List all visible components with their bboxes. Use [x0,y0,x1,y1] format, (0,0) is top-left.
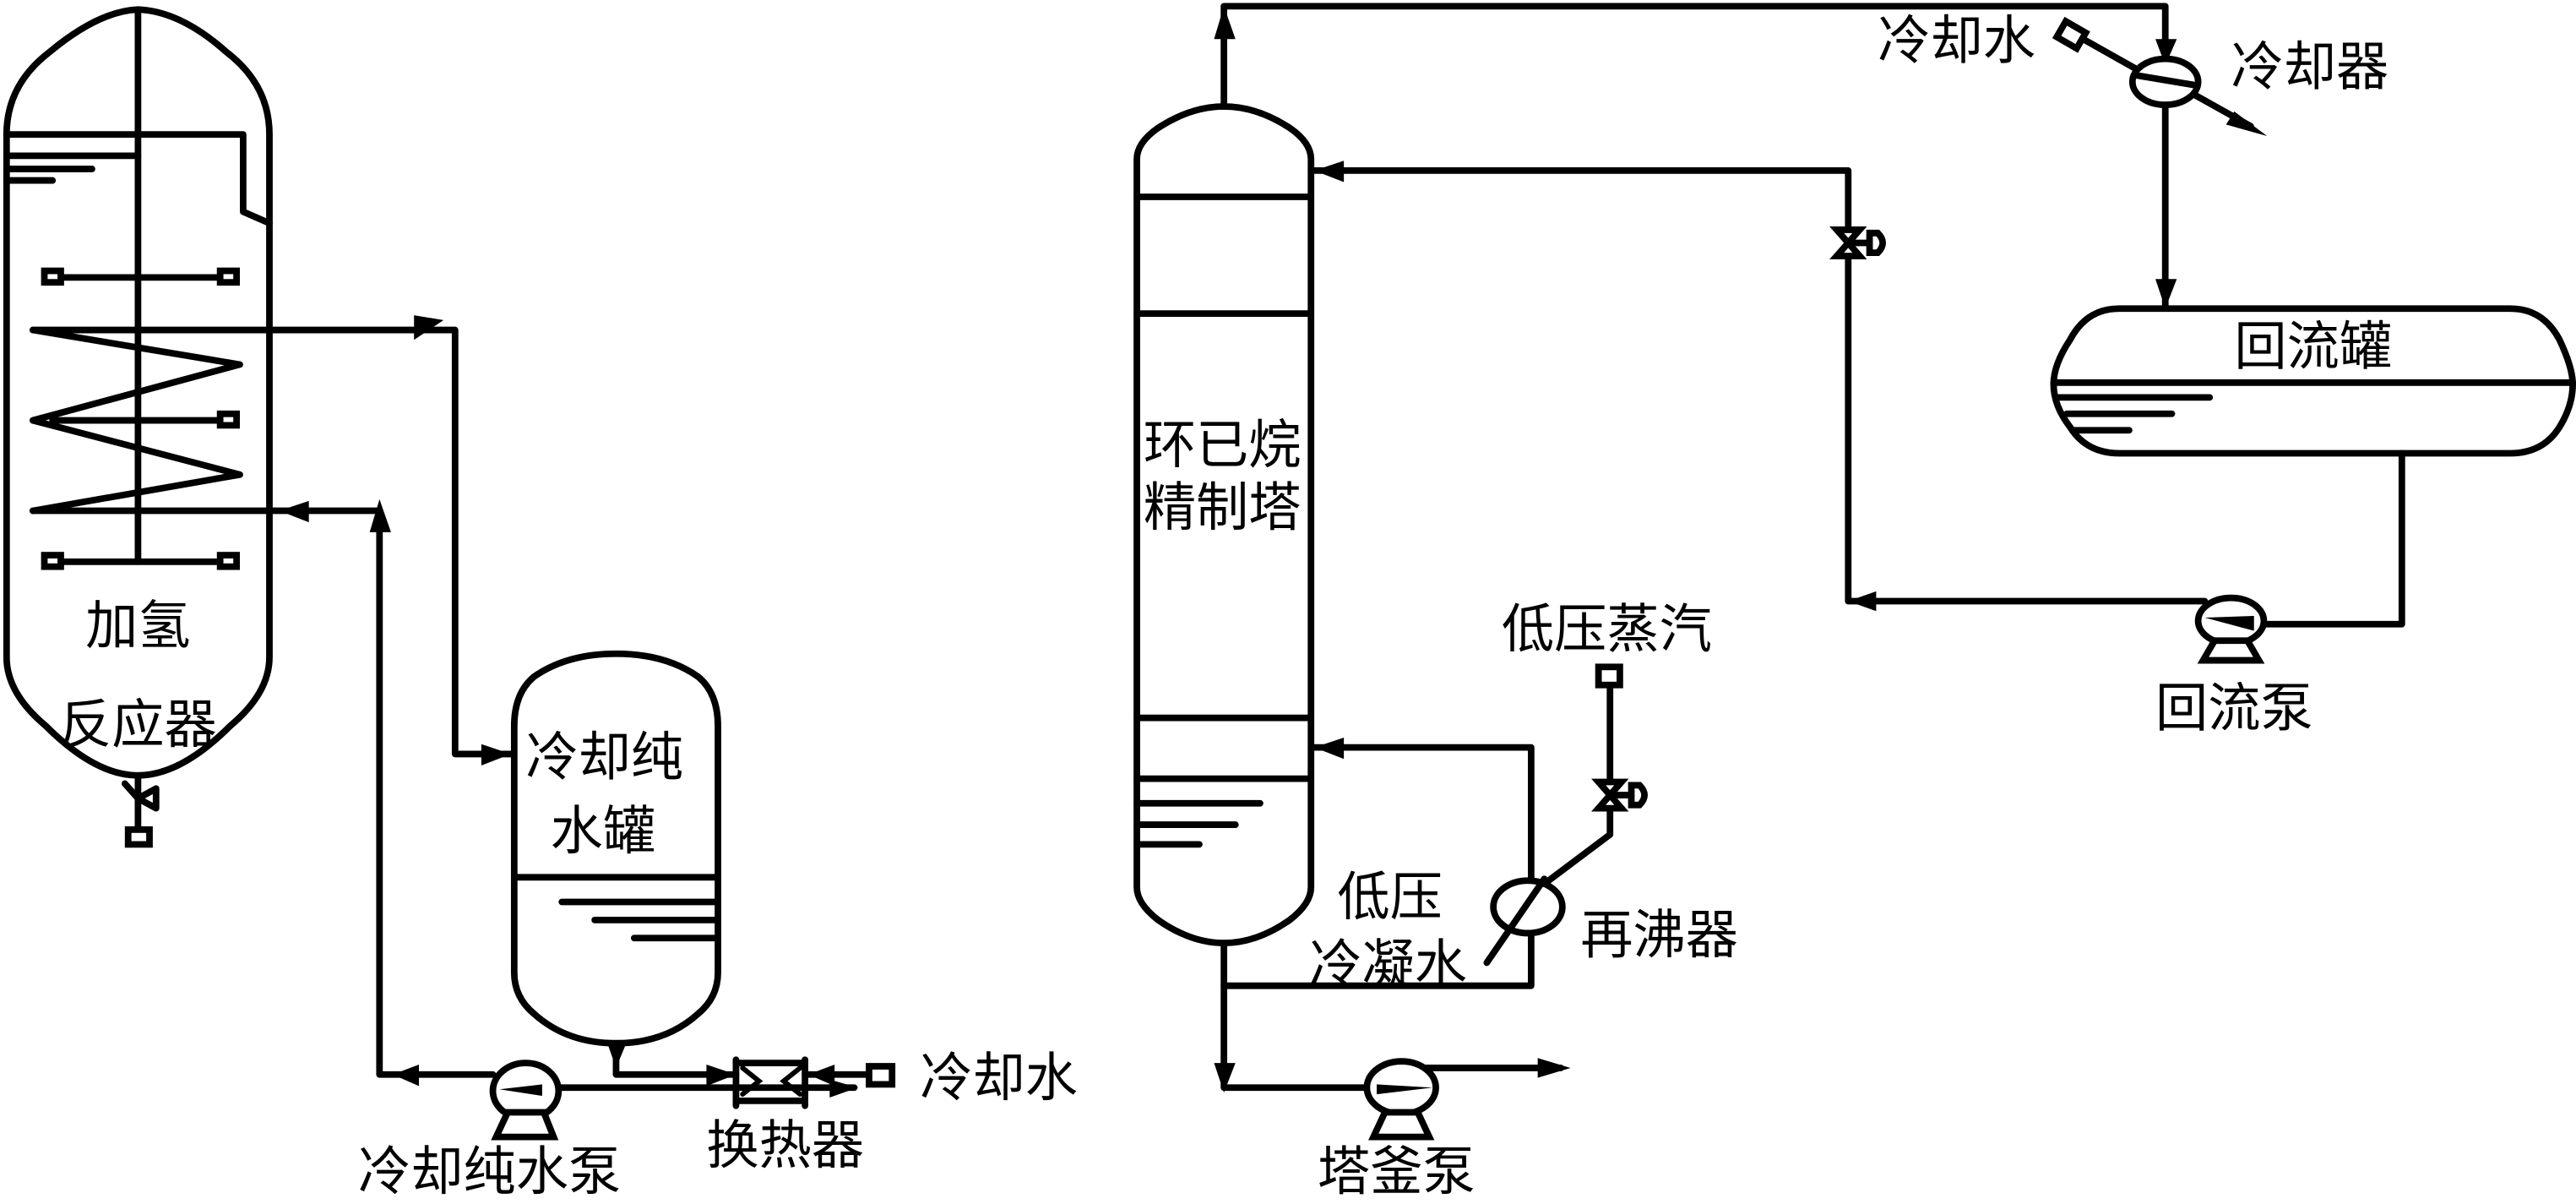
cooler-cooling-water-label: 冷却水 [1878,10,2035,72]
hx-cooling-water-label: 冷却水 [920,1047,1078,1109]
reboiler-label: 再沸器 [1580,904,1738,966]
reflux-drum: 回流罐 [2050,305,2576,457]
pipe-cooler-to-drum [2155,101,2177,313]
steam-control-valve[interactable] [1591,778,1648,812]
tank-label-line2: 水罐 [551,800,655,862]
reflux-pump: 回流泵 [2155,594,2313,738]
column-label-line1: 环已烷 [1144,414,1302,476]
reflux-control-valve[interactable] [1829,226,1887,259]
pipe-reactor-to-tank [30,315,518,766]
cooling-water-pump: 冷却纯水泵 [358,1060,621,1202]
pump-label: 冷却纯水泵 [358,1141,621,1202]
pipe-tank-to-hx [606,1039,740,1087]
pipe-reboiler-loop [1220,737,1535,989]
hydrogenation-reactor: 加氢 反应器 [3,6,273,848]
reactor-label-line1: 加氢 [85,595,190,656]
pipe-overhead [1214,3,2177,110]
steam-label: 低压蒸汽 [1502,598,1712,660]
cooler: 冷却器 冷却水 [1878,10,2389,137]
column-label-line2: 精制塔 [1144,477,1302,538]
hx-label: 换热器 [706,1114,864,1176]
tank-label-line1: 冷却纯 [525,727,683,788]
cooling-water-tank: 冷却纯 水罐 [510,650,721,1047]
heat-exchanger: 换热器 [706,1056,864,1176]
reflux-drum-label: 回流罐 [2234,315,2392,377]
arrow-into-tank [481,744,511,766]
pipe-reflux [1307,161,2405,628]
hx-cooling-water: 冷却水 [802,1047,1078,1109]
reflux-pump-label: 回流泵 [2155,677,2313,738]
bottoms-pump: 塔釜泵 [1318,1058,1475,1202]
bottoms-pump-label: 塔釜泵 [1318,1141,1475,1202]
pipe-pump-to-reactor [30,498,497,1087]
cooler-label: 冷却器 [2231,36,2389,98]
refining-column: 环已烷 精制塔 [1133,103,1315,947]
reboiler: 再沸器 低压蒸汽 低压 冷凝水 [1309,598,1738,995]
condensate-label-line1: 低压 [1337,866,1442,928]
reactor-label-line2: 反应器 [59,694,217,755]
